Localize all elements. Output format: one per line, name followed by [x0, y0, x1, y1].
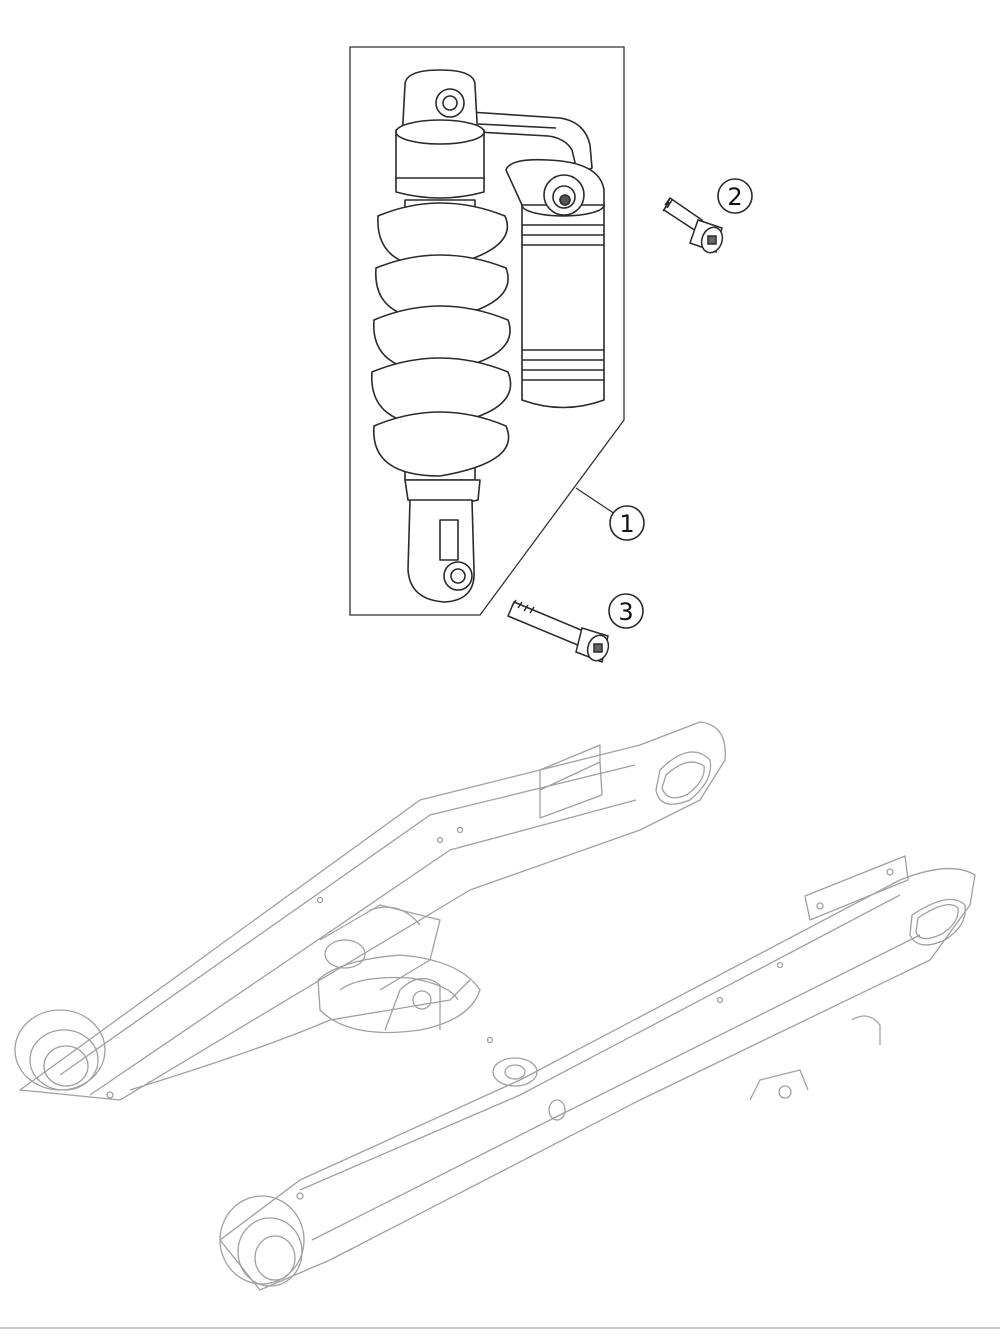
swingarm — [14, 721, 976, 1291]
callout-3: 3 — [608, 593, 644, 629]
coil-spring — [371, 202, 512, 477]
callout-2: 2 — [717, 178, 753, 214]
callout-2-label: 2 — [727, 183, 742, 211]
shock-absorber — [371, 69, 605, 603]
upper-mounting-screw — [662, 196, 724, 254]
callout-3-label: 3 — [618, 598, 633, 626]
shock-assembly-box — [349, 46, 625, 616]
callout-1: 1 — [575, 487, 645, 541]
lower-mounting-screw — [507, 599, 610, 664]
callout-1-label: 1 — [619, 510, 634, 538]
